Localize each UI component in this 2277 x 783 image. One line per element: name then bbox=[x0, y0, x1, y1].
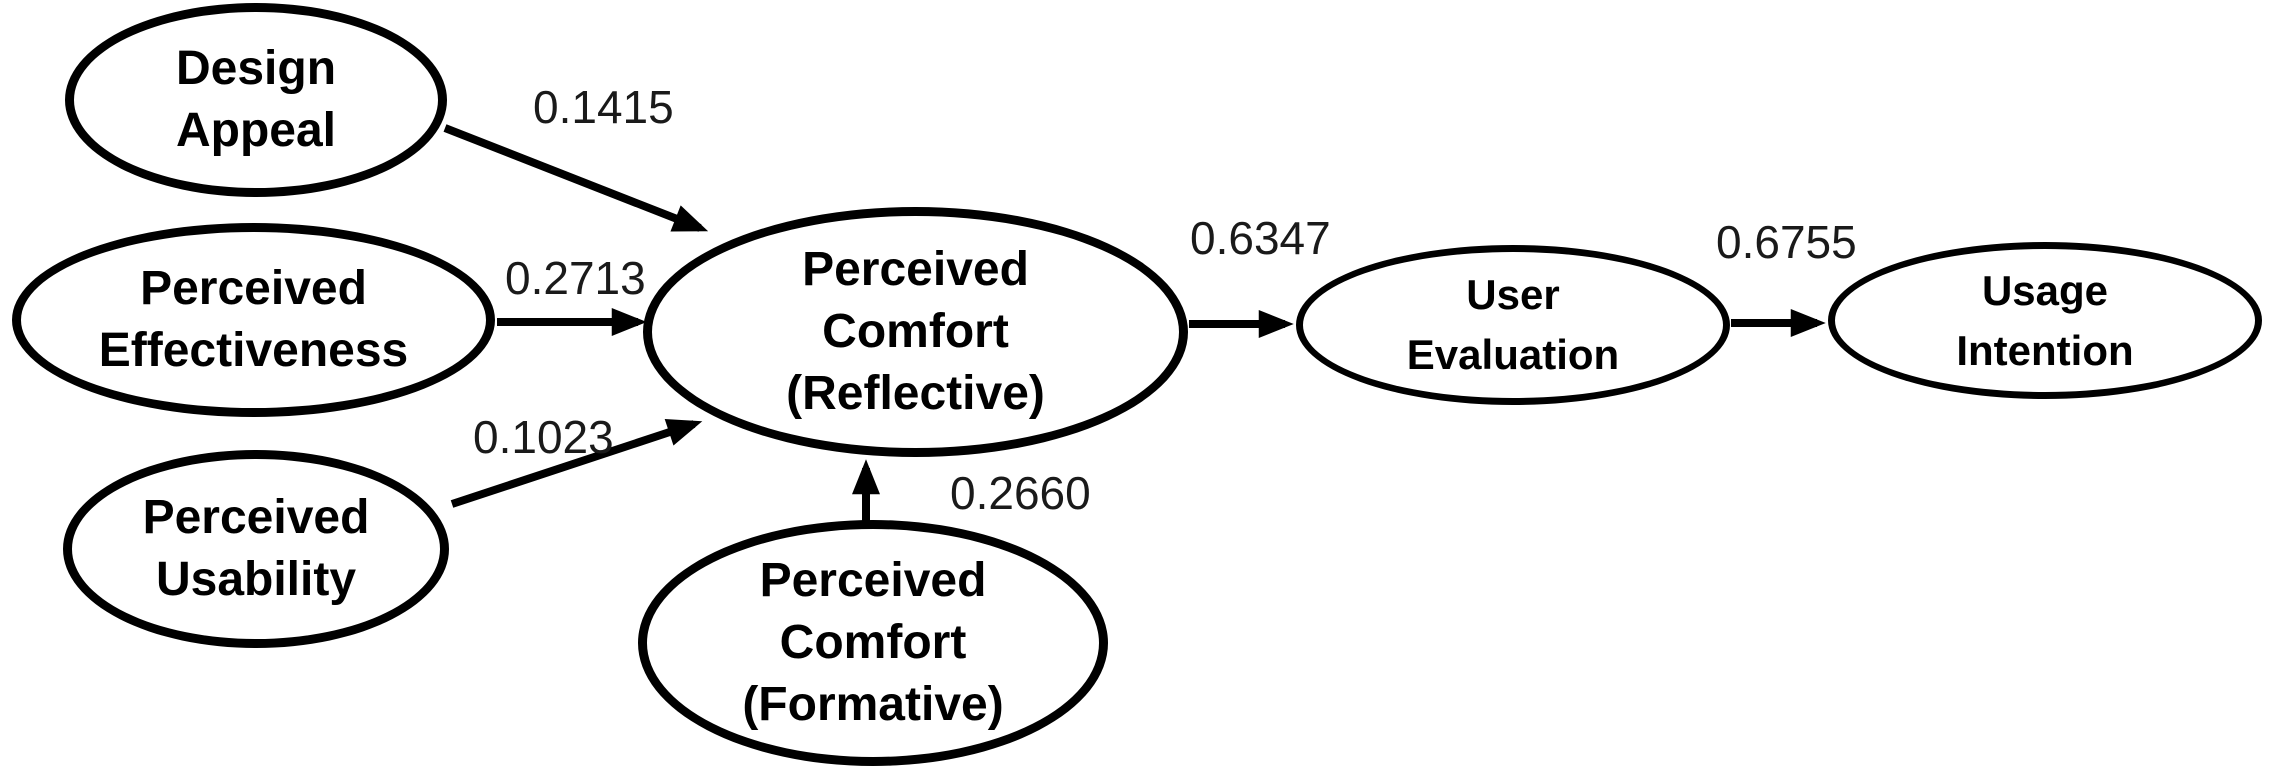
coefficient-perceived-effectiveness: 0.2713 bbox=[505, 252, 646, 304]
node-label-line: Perceived bbox=[140, 262, 367, 315]
coefficient-perceived-usability: 0.1023 bbox=[473, 411, 614, 463]
coefficient-design-appeal: 0.1415 bbox=[533, 81, 674, 133]
node-label-line: (Formative) bbox=[742, 678, 1004, 731]
node-label-line: Effectiveness bbox=[98, 324, 409, 377]
node-label-line: Usage bbox=[1981, 266, 2109, 314]
node-user-evaluation: User Evaluation bbox=[1296, 245, 1730, 405]
node-label-line: Evaluation bbox=[1406, 331, 1620, 378]
coefficient-user-evaluation: 0.6347 bbox=[1190, 212, 1331, 264]
node-label-line: Comfort bbox=[822, 305, 1009, 358]
node-label: User Evaluation bbox=[1407, 265, 1619, 385]
node-label-line: Perceived bbox=[759, 554, 987, 607]
node-design-appeal: Design Appeal bbox=[65, 3, 447, 197]
node-label-line: Perceived bbox=[802, 243, 1029, 296]
node-usage-intention: Usage Intention bbox=[1828, 242, 2262, 399]
node-label-line: Perceived bbox=[142, 491, 370, 544]
arrow-design-appeal-to-reflective bbox=[443, 124, 709, 232]
node-label: Design Appeal bbox=[176, 38, 336, 162]
node-label-line: (Reflective) bbox=[786, 367, 1045, 420]
node-perceived-comfort-formative: Perceived Comfort (Formative) bbox=[638, 520, 1108, 766]
node-perceived-comfort-reflective: Perceived Comfort (Reflective) bbox=[643, 207, 1188, 457]
node-label: Perceived Comfort (Reflective) bbox=[786, 239, 1045, 425]
node-label-line: Usability bbox=[155, 553, 357, 606]
node-perceived-effectiveness: Perceived Effectiveness bbox=[12, 223, 495, 417]
node-label: Usage Intention bbox=[1956, 261, 2133, 381]
node-label: Perceived Comfort (Formative) bbox=[742, 550, 1003, 736]
node-label-line: Design bbox=[175, 42, 337, 95]
node-label-line: Appeal bbox=[175, 104, 337, 157]
node-label: Perceived Usability bbox=[143, 487, 370, 611]
node-perceived-usability: Perceived Usability bbox=[63, 450, 449, 648]
node-label-line: User bbox=[1466, 271, 1560, 318]
node-label-line: Comfort bbox=[779, 616, 967, 669]
node-label-line: Intention bbox=[1956, 326, 2134, 374]
node-label: Perceived Effectiveness bbox=[99, 258, 409, 382]
coefficient-usage-intention: 0.6755 bbox=[1716, 216, 1857, 268]
coefficient-perceived-comfort-formative: 0.2660 bbox=[950, 467, 1091, 519]
